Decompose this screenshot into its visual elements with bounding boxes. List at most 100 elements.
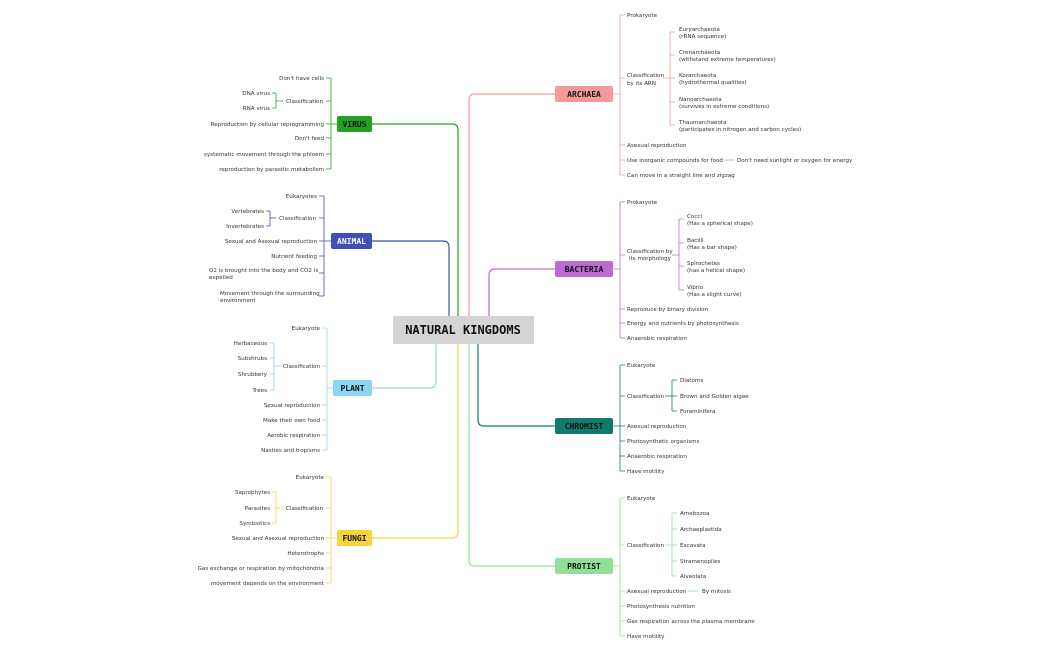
archaea-subitem: (hydrothermal qualities) xyxy=(679,80,747,86)
animal-subitem: Vertebrates xyxy=(231,209,264,215)
svg-text:PLANT: PLANT xyxy=(340,384,364,393)
protist-item: Have motility xyxy=(627,634,665,640)
fungi-subitem: Parasites xyxy=(245,506,270,512)
svg-text:FUNGI: FUNGI xyxy=(342,534,366,543)
bacteria-item: Reproduce by binary division xyxy=(627,307,709,313)
protist-subitem: By mitosis xyxy=(702,589,731,595)
branch-protist: PROTIST Eukaryote Classification Amebozo… xyxy=(555,496,755,640)
branch-node-plant[interactable]: PLANT xyxy=(333,380,372,396)
fungi-subitem: Saprophytes xyxy=(235,490,270,496)
plant-item: Make their own food xyxy=(263,418,320,424)
archaea-subitem: (participates in nitrogen and carbon cyc… xyxy=(679,127,801,133)
connector-plant xyxy=(372,344,437,389)
svg-text:ARCHAEA: ARCHAEA xyxy=(567,90,601,99)
archaea-subitem: Nanoarchaeota xyxy=(679,97,722,103)
protist-subitem: Excavata xyxy=(680,543,706,549)
bacteria-item: Energy and nutrients by photosynthesis xyxy=(627,321,739,327)
plant-item: Nasties and tropisms xyxy=(261,448,320,454)
archaea-classification: by its ARN xyxy=(627,81,656,87)
animal-item: Sexual and Asexual reproduction xyxy=(225,239,318,245)
protist-item: Gas respiration across the plasma membra… xyxy=(627,619,755,625)
plant-item: Sexual reproduction xyxy=(264,403,321,409)
connector-bacteria xyxy=(488,268,555,316)
plant-classification: Classification xyxy=(283,364,320,370)
svg-text:VIRUS: VIRUS xyxy=(342,120,366,129)
protist-subitem: Alveolata xyxy=(680,574,706,580)
virus-subitem: RNA virus xyxy=(243,106,270,112)
protist-item: Eukaryote xyxy=(627,496,656,502)
virus-item: Don't have cells xyxy=(279,76,324,82)
bacteria-item: Prokaryote xyxy=(627,200,658,206)
chromist-item: Have motility xyxy=(627,469,665,475)
chromist-subitem: Diatoms xyxy=(680,378,703,384)
chromist-item: Eukaryote xyxy=(627,363,656,369)
trunk-connectors xyxy=(372,93,555,567)
archaea-item: Use inorganic compounds for food xyxy=(627,158,723,164)
fungi-item: Sexual and Asexual reproduction xyxy=(232,536,325,542)
archaea-subitem: (withstand extreme temperatures) xyxy=(679,57,776,63)
animal-item: Nutrient feeding xyxy=(271,254,317,260)
plant-subitem: Subshrubs xyxy=(238,356,268,362)
connector-chromist xyxy=(477,344,555,427)
branch-fungi: FUNGI Eukaryote Classification Saprophyt… xyxy=(198,475,372,587)
branch-bacteria: BACTERIA Prokaryote Classification by it… xyxy=(555,200,753,342)
protist-classification: Classification xyxy=(627,543,664,549)
fungi-item: movement depends on the environment xyxy=(211,581,325,587)
animal-item: expelled xyxy=(209,275,233,281)
connector-animal xyxy=(372,240,450,330)
animal-subitem: Invertebrates xyxy=(226,224,264,230)
svg-text:BACTERIA: BACTERIA xyxy=(565,265,604,274)
bacteria-subitem: Cocci xyxy=(687,214,702,220)
bacteria-item: Anaerobic respiration xyxy=(627,336,687,342)
archaea-classification: Classification xyxy=(627,73,664,79)
fungi-classification: Classification xyxy=(286,506,323,512)
animal-classification: Classification xyxy=(279,216,316,222)
protist-subitem: Archaeplastida xyxy=(680,527,722,533)
fungi-item: Gas exchange or respiration by mitochond… xyxy=(198,566,324,572)
central-topic[interactable]: NATURAL KINGDOMS xyxy=(393,316,534,344)
central-topic-title: NATURAL KINGDOMS xyxy=(405,323,521,337)
svg-text:CHROMIST: CHROMIST xyxy=(565,422,604,431)
fungi-item: Eukaryote xyxy=(296,475,325,481)
branch-node-fungi[interactable]: FUNGI xyxy=(337,530,372,546)
branch-node-archaea[interactable]: ARCHAEA xyxy=(555,86,613,102)
central-topic-box xyxy=(393,316,534,344)
branch-plant: PLANT Eukaryote Classification Herbaceou… xyxy=(234,326,372,454)
plant-subitem: Shrubbery xyxy=(238,372,268,378)
archaea-item: Can move in a straight line and zigzag xyxy=(627,173,735,179)
branch-node-chromist[interactable]: CHROMIST xyxy=(555,418,613,434)
protist-item: Photosynthesis nutrition xyxy=(627,604,695,610)
bacteria-subitem: (Has a spherical shape) xyxy=(687,221,753,227)
virus-item: systematic movement through the phloem xyxy=(204,152,324,158)
bacteria-classification: Classification by xyxy=(627,249,673,255)
connector-archaea xyxy=(468,93,555,330)
connector-protist xyxy=(468,344,555,567)
svg-text:ANIMAL: ANIMAL xyxy=(337,237,366,246)
archaea-subitem: (rRNA sequence) xyxy=(679,34,726,40)
plant-subitem: Trees xyxy=(251,388,267,394)
bacteria-subitem: (Has a slight curve) xyxy=(687,292,742,298)
plant-item: Aerobic respiration xyxy=(267,433,320,439)
archaea-item: Asexual reproduction xyxy=(627,143,687,149)
bacteria-subitem: (Has a bar shape) xyxy=(687,245,737,251)
archaea-subitem: Thaumarchaeota xyxy=(678,120,727,126)
connector-virus xyxy=(372,123,459,330)
virus-item: Reproduction by cellular reprogramming xyxy=(211,122,325,128)
bacteria-subitem: (has a helical shape) xyxy=(687,268,745,274)
archaea-subitem: (survives in extreme conditions) xyxy=(679,104,769,110)
archaea-subitem: Crenarchaeota xyxy=(679,50,720,56)
protist-subitem: Amebozoa xyxy=(680,511,709,517)
virus-subitem: DNA virus xyxy=(242,91,270,97)
animal-item: Movement through the surrounding xyxy=(220,291,320,297)
protist-item: Asexual reproduction xyxy=(627,589,687,595)
virus-item: Don't feed xyxy=(295,136,325,142)
chromist-subitem: Foraminifera xyxy=(680,409,715,415)
virus-classification: Classification xyxy=(286,99,323,105)
branch-node-virus[interactable]: VIRUS xyxy=(337,116,372,132)
branch-node-bacteria[interactable]: BACTERIA xyxy=(555,261,613,277)
branch-node-protist[interactable]: PROTIST xyxy=(555,558,613,574)
branch-animal: ANIMAL Eukaryotes Classification Vertebr… xyxy=(209,194,372,304)
animal-item: environment xyxy=(220,298,256,304)
branch-node-animal[interactable]: ANIMAL xyxy=(331,233,372,249)
